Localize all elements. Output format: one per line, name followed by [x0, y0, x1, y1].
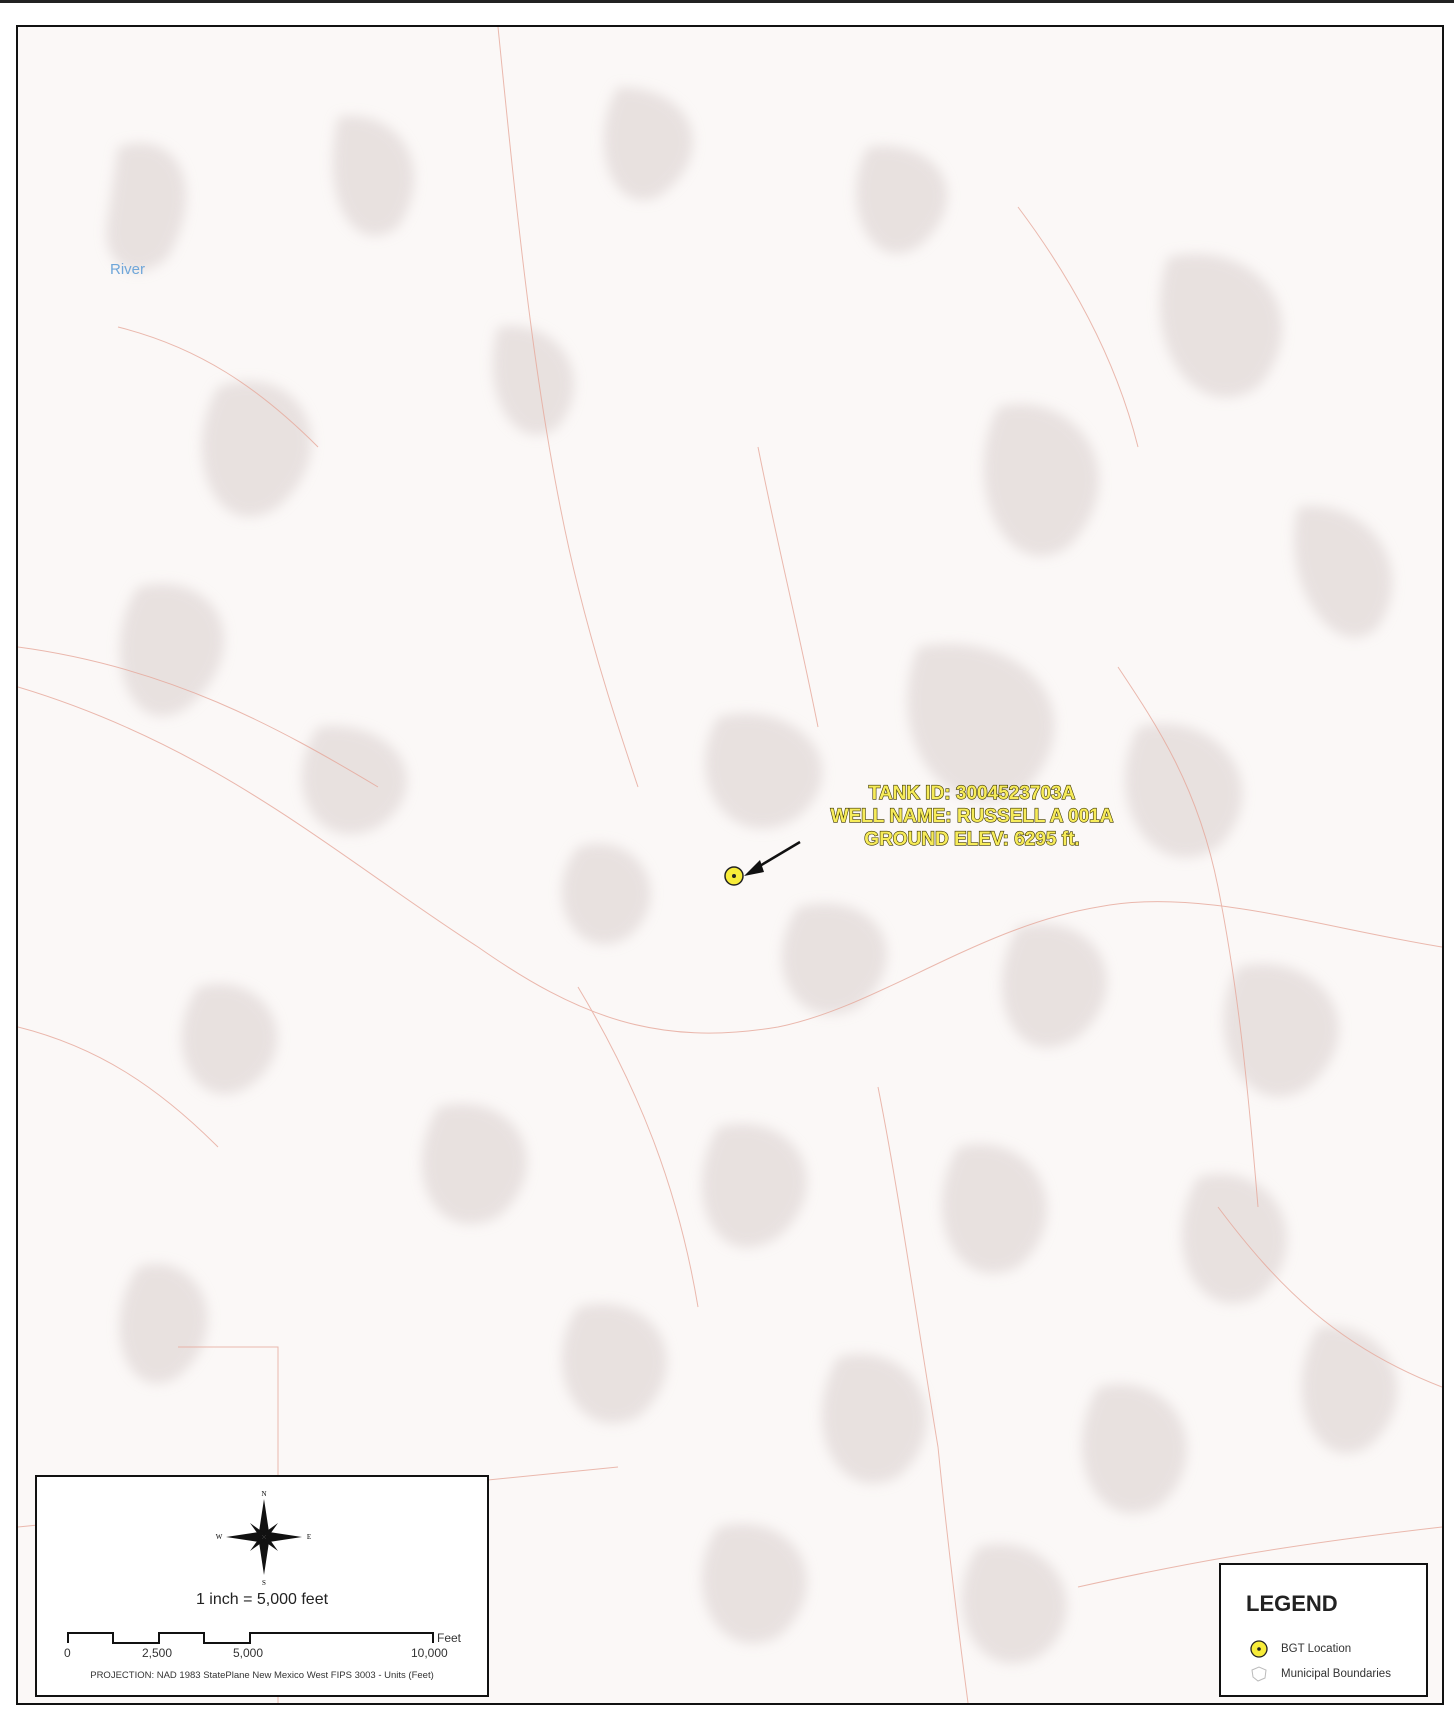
scale-tick-5000: 5,000 — [233, 1646, 264, 1660]
feature-callout: TANK ID: 3004523703A WELL NAME: RUSSELL … — [744, 782, 1114, 876]
scale-text: 1 inch = 5,000 feet — [195, 1591, 329, 1608]
hillshade-layer — [106, 87, 1398, 1664]
map-frame[interactable]: TANK ID: 3004523703A WELL NAME: RUSSELL … — [16, 25, 1444, 1705]
callout-well-name: WELL NAME: RUSSELL A 001A — [831, 806, 1114, 827]
scale-box: N S E W 1 inch = 5,000 feet 0 2,500 5,00… — [35, 1475, 489, 1697]
callout-ground-elev: GROUND ELEV: 6295 ft. — [864, 829, 1079, 850]
legend-title: LEGEND — [1246, 1591, 1338, 1616]
place-label-river: River — [110, 261, 146, 278]
legend: LEGEND BGT Location Municipal Boundaries — [1219, 1563, 1428, 1697]
bgt-location-marker[interactable] — [724, 866, 744, 886]
callout-arrow-head — [744, 860, 764, 876]
legend-item-bgt-location: BGT Location — [1249, 1639, 1351, 1659]
north-arrow: N S E W — [216, 1490, 311, 1587]
projection-note: PROJECTION: NAD 1983 StatePlane New Mexi… — [90, 1670, 434, 1681]
road-network — [18, 27, 1442, 1703]
legend-label-bgt-location: BGT Location — [1281, 1643, 1352, 1655]
callout-tank-id: TANK ID: 3004523703A — [869, 783, 1076, 804]
bgt-marker-icon — [1250, 1640, 1268, 1658]
scale-tick-10000: 10,000 — [411, 1646, 448, 1660]
legend-label-municipal-boundaries: Municipal Boundaries — [1281, 1668, 1391, 1680]
south-label: S — [262, 1579, 266, 1587]
scale-bar — [67, 1632, 434, 1644]
north-label: N — [261, 1490, 266, 1498]
east-label: E — [307, 1533, 311, 1541]
legend-item-municipal-boundaries: Municipal Boundaries — [1249, 1664, 1391, 1684]
terrain-map[interactable]: TANK ID: 3004523703A WELL NAME: RUSSELL … — [18, 27, 1442, 1703]
scale-tick-2500: 2,500 — [142, 1646, 173, 1660]
west-label: W — [216, 1533, 223, 1541]
municipal-boundary-icon — [1251, 1666, 1267, 1682]
scale-tick-0: 0 — [64, 1646, 71, 1660]
scale-units-label: Feet — [437, 1631, 462, 1645]
